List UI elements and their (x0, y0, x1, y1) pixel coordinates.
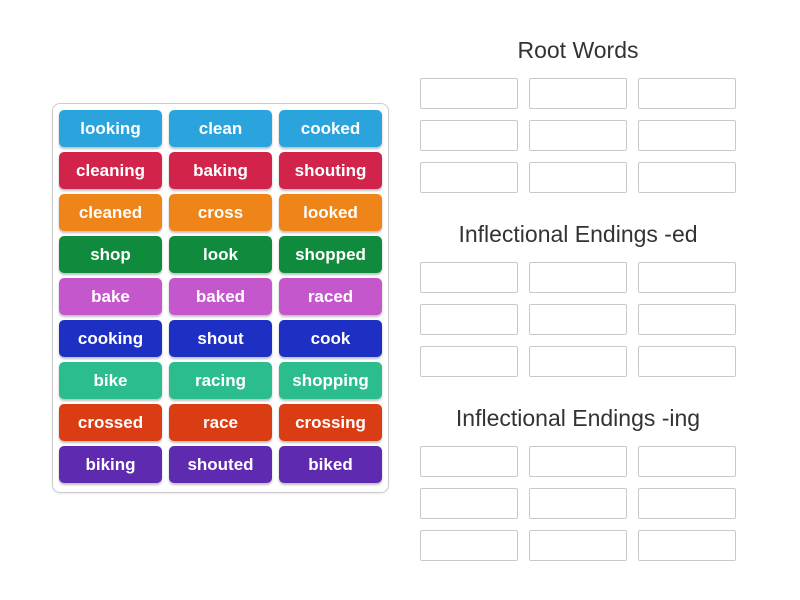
drop-slot[interactable] (638, 162, 736, 193)
drop-slot[interactable] (420, 162, 518, 193)
word-tile[interactable]: biking (59, 446, 162, 483)
word-tile[interactable]: look (169, 236, 272, 273)
word-tile[interactable]: cross (169, 194, 272, 231)
drop-slot[interactable] (420, 446, 518, 477)
word-tile[interactable]: cooked (279, 110, 382, 147)
word-tile[interactable]: raced (279, 278, 382, 315)
word-tile[interactable]: clean (169, 110, 272, 147)
word-tile[interactable]: baked (169, 278, 272, 315)
drop-slot[interactable] (529, 120, 627, 151)
word-tile[interactable]: cooking (59, 320, 162, 357)
word-tile[interactable]: bake (59, 278, 162, 315)
drop-slot[interactable] (420, 346, 518, 377)
word-tile[interactable]: shopping (279, 362, 382, 399)
word-tile[interactable]: shopped (279, 236, 382, 273)
group-title-endings-ed: Inflectional Endings -ed (458, 221, 698, 247)
word-tile[interactable]: cleaning (59, 152, 162, 189)
drop-slot[interactable] (638, 304, 736, 335)
word-tile[interactable]: baking (169, 152, 272, 189)
word-tile[interactable]: racing (169, 362, 272, 399)
drop-slot[interactable] (638, 446, 736, 477)
drop-slot[interactable] (529, 488, 627, 519)
group-section-endings-ed: Inflectional Endings -ed (420, 220, 736, 377)
drop-slot[interactable] (420, 78, 518, 109)
group-section-root-words: Root Words (420, 36, 736, 193)
group-title-endings-ing: Inflectional Endings -ing (455, 405, 701, 431)
drop-slot[interactable] (420, 304, 518, 335)
drop-slot[interactable] (638, 120, 736, 151)
drop-slot[interactable] (638, 78, 736, 109)
slot-grid-endings-ed (420, 262, 736, 377)
drop-slot[interactable] (529, 262, 627, 293)
word-tile[interactable]: cleaned (59, 194, 162, 231)
word-tile[interactable]: shouting (279, 152, 382, 189)
word-tile[interactable]: cook (279, 320, 382, 357)
slot-grid-endings-ing (420, 446, 736, 561)
drop-slot[interactable] (420, 530, 518, 561)
group-title-root-words: Root Words (517, 37, 639, 63)
drop-slot[interactable] (420, 488, 518, 519)
drop-slot[interactable] (529, 304, 627, 335)
word-tile[interactable]: shout (169, 320, 272, 357)
word-tile[interactable]: crossing (279, 404, 382, 441)
word-tile[interactable]: shouted (169, 446, 272, 483)
drop-slot[interactable] (529, 446, 627, 477)
drop-slot[interactable] (529, 162, 627, 193)
word-tile[interactable]: race (169, 404, 272, 441)
drop-slot[interactable] (638, 530, 736, 561)
drop-slot[interactable] (529, 346, 627, 377)
drop-slot[interactable] (529, 78, 627, 109)
word-tile[interactable]: looked (279, 194, 382, 231)
drop-slot[interactable] (529, 530, 627, 561)
drop-slot[interactable] (420, 262, 518, 293)
drop-slot[interactable] (638, 262, 736, 293)
slot-grid-root-words (420, 78, 736, 193)
drop-slot[interactable] (638, 346, 736, 377)
word-tile[interactable]: biked (279, 446, 382, 483)
drop-slot[interactable] (420, 120, 518, 151)
groups-column: Root Words Inflectional Endings -ed Infl… (420, 36, 736, 588)
word-tile[interactable]: crossed (59, 404, 162, 441)
group-section-endings-ing: Inflectional Endings -ing (420, 404, 736, 561)
word-tile[interactable]: shop (59, 236, 162, 273)
drop-slot[interactable] (638, 488, 736, 519)
word-tile[interactable]: looking (59, 110, 162, 147)
word-tile[interactable]: bike (59, 362, 162, 399)
